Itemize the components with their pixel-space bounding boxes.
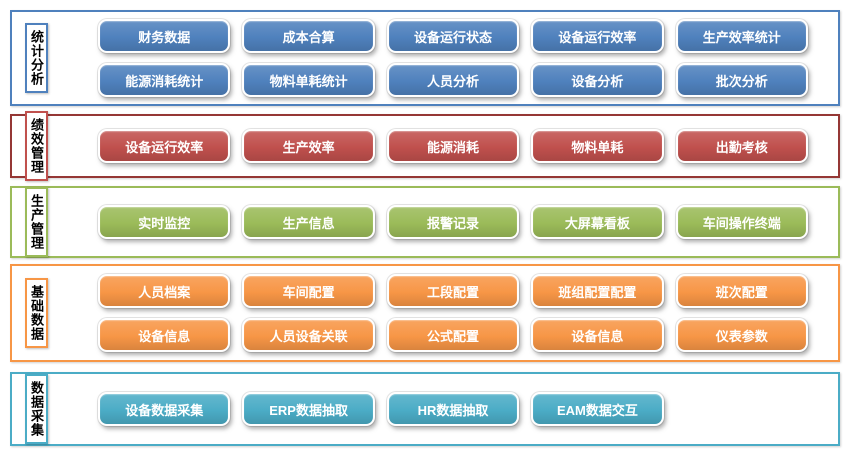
- module-chip: 人员档案: [98, 274, 231, 308]
- module-chip: 设备运行效率: [98, 129, 231, 163]
- module-grid: 人员档案 车间配置 工段配置 班组配置配置 班次配置 设备信息 人员设备关联 公…: [98, 274, 808, 352]
- band-performance-management: 绩效管理 设备运行效率 生产效率 能源消耗 物料单耗 出勤考核: [10, 111, 840, 181]
- module-chip: 实时监控: [98, 205, 231, 239]
- band-label-basic-data: 基础数据: [25, 278, 48, 348]
- module-grid: 设备数据采集 ERP数据抽取 HR数据抽取 EAM数据交互: [98, 392, 808, 426]
- band-label-data-acquisition: 数据采集: [25, 374, 48, 444]
- module-chip: 车间配置: [242, 274, 375, 308]
- band-label-box: 绩效管理: [12, 111, 98, 181]
- band-basic-data: 基础数据 人员档案 车间配置 工段配置 班组配置配置 班次配置 设备信息 人员设…: [10, 264, 840, 362]
- module-chip: 物料单耗统计: [242, 63, 375, 97]
- module-chip: 仪表参数: [675, 318, 808, 352]
- module-chip: 成本合算: [242, 19, 375, 53]
- module-chip: 设备运行效率: [531, 19, 664, 53]
- module-chip: 设备分析: [531, 63, 664, 97]
- band-label-box: 生产管理: [12, 187, 98, 257]
- module-chip: 能源消耗统计: [98, 63, 231, 97]
- band-label-production-management: 生产管理: [25, 187, 48, 257]
- module-chip: 人员设备关联: [242, 318, 375, 352]
- module-chip: 公式配置: [386, 318, 520, 352]
- module-chip: EAM数据交互: [531, 392, 664, 426]
- module-chip: 班组配置配置: [531, 274, 664, 308]
- module-chip: 人员分析: [386, 63, 520, 97]
- module-grid: 实时监控 生产信息 报警记录 大屏幕看板 车间操作终端: [98, 205, 808, 239]
- module-chip: 财务数据: [98, 19, 231, 53]
- module-chip: 物料单耗: [531, 129, 664, 163]
- band-label-box: 数据采集: [12, 374, 98, 444]
- band-label-statistics-analysis: 统计分析: [25, 23, 48, 93]
- module-grid: 财务数据 成本合算 设备运行状态 设备运行效率 生产效率统计 能源消耗统计 物料…: [98, 19, 808, 97]
- band-statistics-analysis: 统计分析 财务数据 成本合算 设备运行状态 设备运行效率 生产效率统计 能源消耗…: [10, 10, 840, 106]
- module-chip: 设备数据采集: [98, 392, 231, 426]
- module-chip: HR数据抽取: [386, 392, 520, 426]
- module-chip: 车间操作终端: [675, 205, 808, 239]
- module-chip: ERP数据抽取: [242, 392, 375, 426]
- module-chip: 生产效率: [242, 129, 375, 163]
- module-chip: 工段配置: [386, 274, 520, 308]
- module-chip: 能源消耗: [386, 129, 520, 163]
- band-data-acquisition: 数据采集 设备数据采集 ERP数据抽取 HR数据抽取 EAM数据交互: [10, 372, 840, 446]
- module-chip: 出勤考核: [675, 129, 808, 163]
- module-chip: 设备信息: [531, 318, 664, 352]
- module-chip: 批次分析: [675, 63, 808, 97]
- module-chip: 生产效率统计: [675, 19, 808, 53]
- module-chip: 报警记录: [386, 205, 520, 239]
- module-chip: 设备运行状态: [386, 19, 520, 53]
- module-chip: 生产信息: [242, 205, 375, 239]
- band-production-management: 生产管理 实时监控 生产信息 报警记录 大屏幕看板 车间操作终端: [10, 186, 840, 258]
- module-chip: 班次配置: [675, 274, 808, 308]
- module-chip: 设备信息: [98, 318, 231, 352]
- band-label-box: 统计分析: [12, 23, 98, 93]
- band-label-performance-management: 绩效管理: [25, 111, 48, 181]
- module-chip: 大屏幕看板: [531, 205, 664, 239]
- module-grid: 设备运行效率 生产效率 能源消耗 物料单耗 出勤考核: [98, 129, 808, 163]
- band-label-box: 基础数据: [12, 278, 98, 348]
